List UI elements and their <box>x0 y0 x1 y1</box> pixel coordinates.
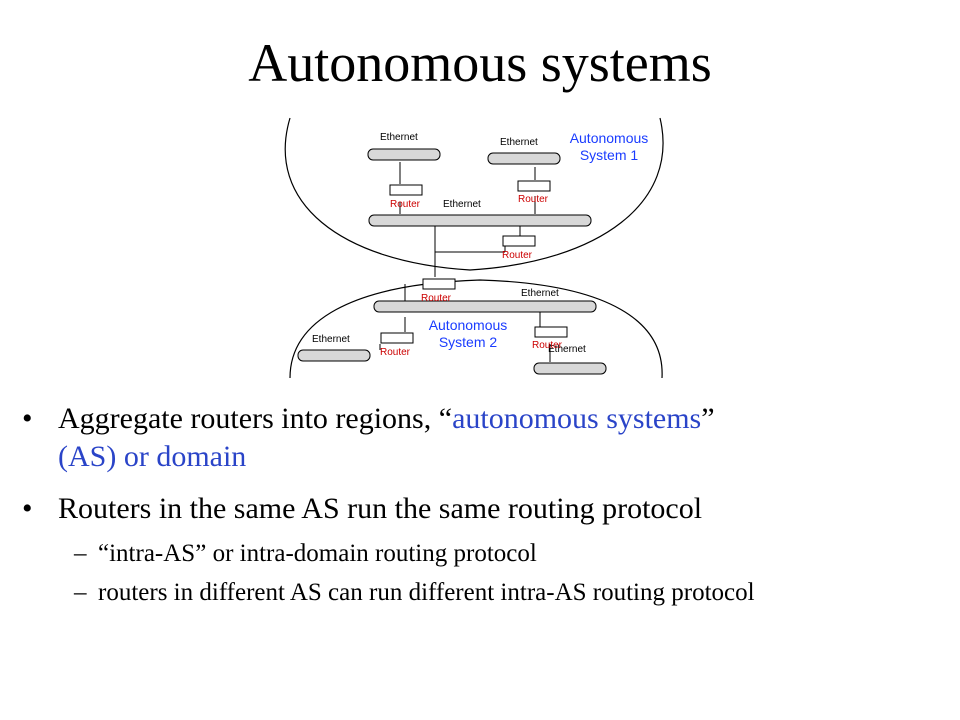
ethernet-cable <box>533 362 607 375</box>
as2-label-line2: System 2 <box>439 334 498 350</box>
ethernet-label: Ethernet <box>312 334 350 345</box>
ethernet-cable <box>368 214 592 227</box>
sub-text: routers in different AS can run differen… <box>98 579 755 606</box>
ethernet-cables <box>297 148 607 375</box>
ethernet-cable <box>367 148 441 161</box>
slide-title: Autonomous systems <box>248 33 712 93</box>
sub-text-1: intra-AS <box>109 540 196 567</box>
bullet-aggregate: • Aggregate routers into regions, “auton… <box>22 400 942 476</box>
ethernet-cable <box>297 349 371 362</box>
open-quote: “ <box>438 402 453 435</box>
bullet-text-pre: Aggregate routers into regions, <box>58 402 439 435</box>
as1-boundary <box>284 117 664 271</box>
router-icon <box>502 235 536 247</box>
router-label: Router <box>421 293 452 304</box>
as2-label-line1: Autonomous <box>429 317 508 333</box>
ethernet-label: Ethernet <box>521 288 559 299</box>
bullet-glyph: • <box>22 492 33 525</box>
ethernet-label: Ethernet <box>548 344 586 355</box>
router-label: Router <box>390 199 421 210</box>
router-icon <box>389 184 423 196</box>
link-lines <box>379 162 551 362</box>
network-diagram: Ethernet Ethernet Ethernet Ethernet Ethe… <box>284 117 664 379</box>
ethernet-cable <box>373 300 597 313</box>
ethernet-label: Ethernet <box>380 132 418 143</box>
router-label: Router <box>532 340 563 351</box>
close-quote: ” <box>195 540 207 567</box>
ethernet-label: Ethernet <box>443 199 481 210</box>
as2-boundary <box>289 279 663 379</box>
sub-bullet-intra-as: – “intra-AS” or intra-domain routing pro… <box>22 538 942 569</box>
sub-bullet-different-as: – routers in different AS can run differ… <box>22 577 858 608</box>
router-icon <box>422 278 456 290</box>
routers <box>380 180 568 344</box>
bullet-text-post: (AS) or domain <box>58 440 247 473</box>
as1-label-line1: Autonomous <box>570 130 649 146</box>
router-icon <box>380 332 414 344</box>
router-label: Router <box>502 250 533 261</box>
router-icon <box>534 326 568 338</box>
bullet-text: Routers in the same AS run the same rout… <box>58 492 703 525</box>
ethernet-cable <box>487 152 561 165</box>
bullet-same-protocol: • Routers in the same AS run the same ro… <box>22 490 942 528</box>
bullet-list: • Aggregate routers into regions, “auton… <box>22 400 942 616</box>
as1-label-line2: System 1 <box>580 147 639 163</box>
sub-text-2: or intra-domain routing protocol <box>206 540 537 567</box>
dash-glyph: – <box>74 579 87 606</box>
ethernet-label: Ethernet <box>500 137 538 148</box>
router-icon <box>517 180 551 192</box>
router-label: Router <box>518 194 549 205</box>
highlight-autonomous-systems: autonomous systems <box>452 402 702 435</box>
open-quote: “ <box>98 540 110 567</box>
close-quote: ” <box>701 402 715 435</box>
router-label: Router <box>380 347 411 358</box>
dash-glyph: – <box>74 540 87 567</box>
bullet-glyph: • <box>22 402 33 435</box>
